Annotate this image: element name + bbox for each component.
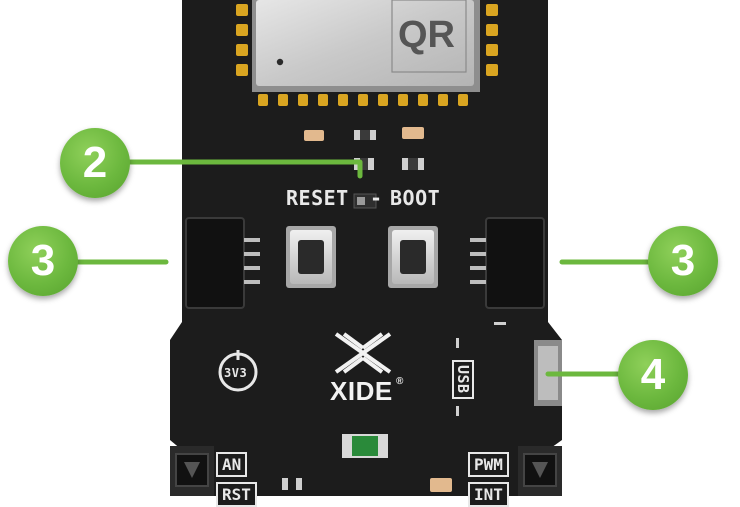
usb-label: USB — [452, 360, 474, 399]
pin-label-int: INT — [468, 482, 509, 507]
smd-led-1 — [304, 130, 324, 141]
board-svg — [59, 0, 679, 496]
callout-4: 4 — [618, 340, 688, 410]
left-header — [170, 446, 214, 496]
smd-bottom-2 — [296, 478, 302, 490]
silk-mark-2 — [456, 338, 459, 348]
reset-label: RESET — [286, 186, 349, 210]
silk-mark-3 — [456, 406, 459, 416]
pin1-dot — [276, 58, 284, 66]
pin-label-rst: RST — [216, 482, 257, 507]
bottom-pads — [258, 94, 468, 106]
right-header — [518, 446, 562, 496]
xide-logo-icon — [334, 332, 392, 374]
right-connector — [470, 217, 545, 309]
logo-text: XIDE — [330, 376, 393, 406]
callout-3-left: 3 — [8, 226, 78, 296]
pin-label-an: AN — [216, 452, 248, 477]
boot-label: BOOT — [390, 186, 441, 210]
reset-button — [286, 226, 336, 288]
logo-registered: ® — [396, 376, 404, 387]
left-connector — [185, 217, 260, 309]
power-badge-label: 3V3 — [224, 366, 248, 380]
left-pads — [236, 4, 248, 76]
right-pads — [486, 4, 498, 76]
smd-bottom-1 — [282, 478, 288, 490]
smd-part-2-mid — [360, 158, 368, 170]
smd-led-2 — [402, 127, 424, 139]
callout-2: 2 — [60, 128, 130, 198]
callout-3-right: 3 — [648, 226, 718, 296]
qr-frame — [391, 0, 467, 73]
switch-dash: - — [370, 186, 383, 210]
callout-2-leader — [119, 159, 363, 179]
pin-label-pwm: PWM — [468, 452, 509, 477]
slide-switch-knob — [357, 197, 365, 205]
smd-part-1-mid — [360, 130, 370, 140]
smd-bottom-led — [430, 478, 452, 492]
smd-part-3-mid — [408, 158, 418, 170]
module-shield — [256, 0, 474, 86]
silk-mark-1 — [494, 322, 506, 325]
pcb-board — [170, 0, 562, 496]
boot-button — [388, 226, 438, 288]
board-diagram: QR RESET - BOOT 3V3 XIDE ® USB AN RST PW… — [8, 0, 718, 507]
module-qr-label: QR — [398, 14, 455, 56]
green-led-body — [352, 436, 378, 456]
